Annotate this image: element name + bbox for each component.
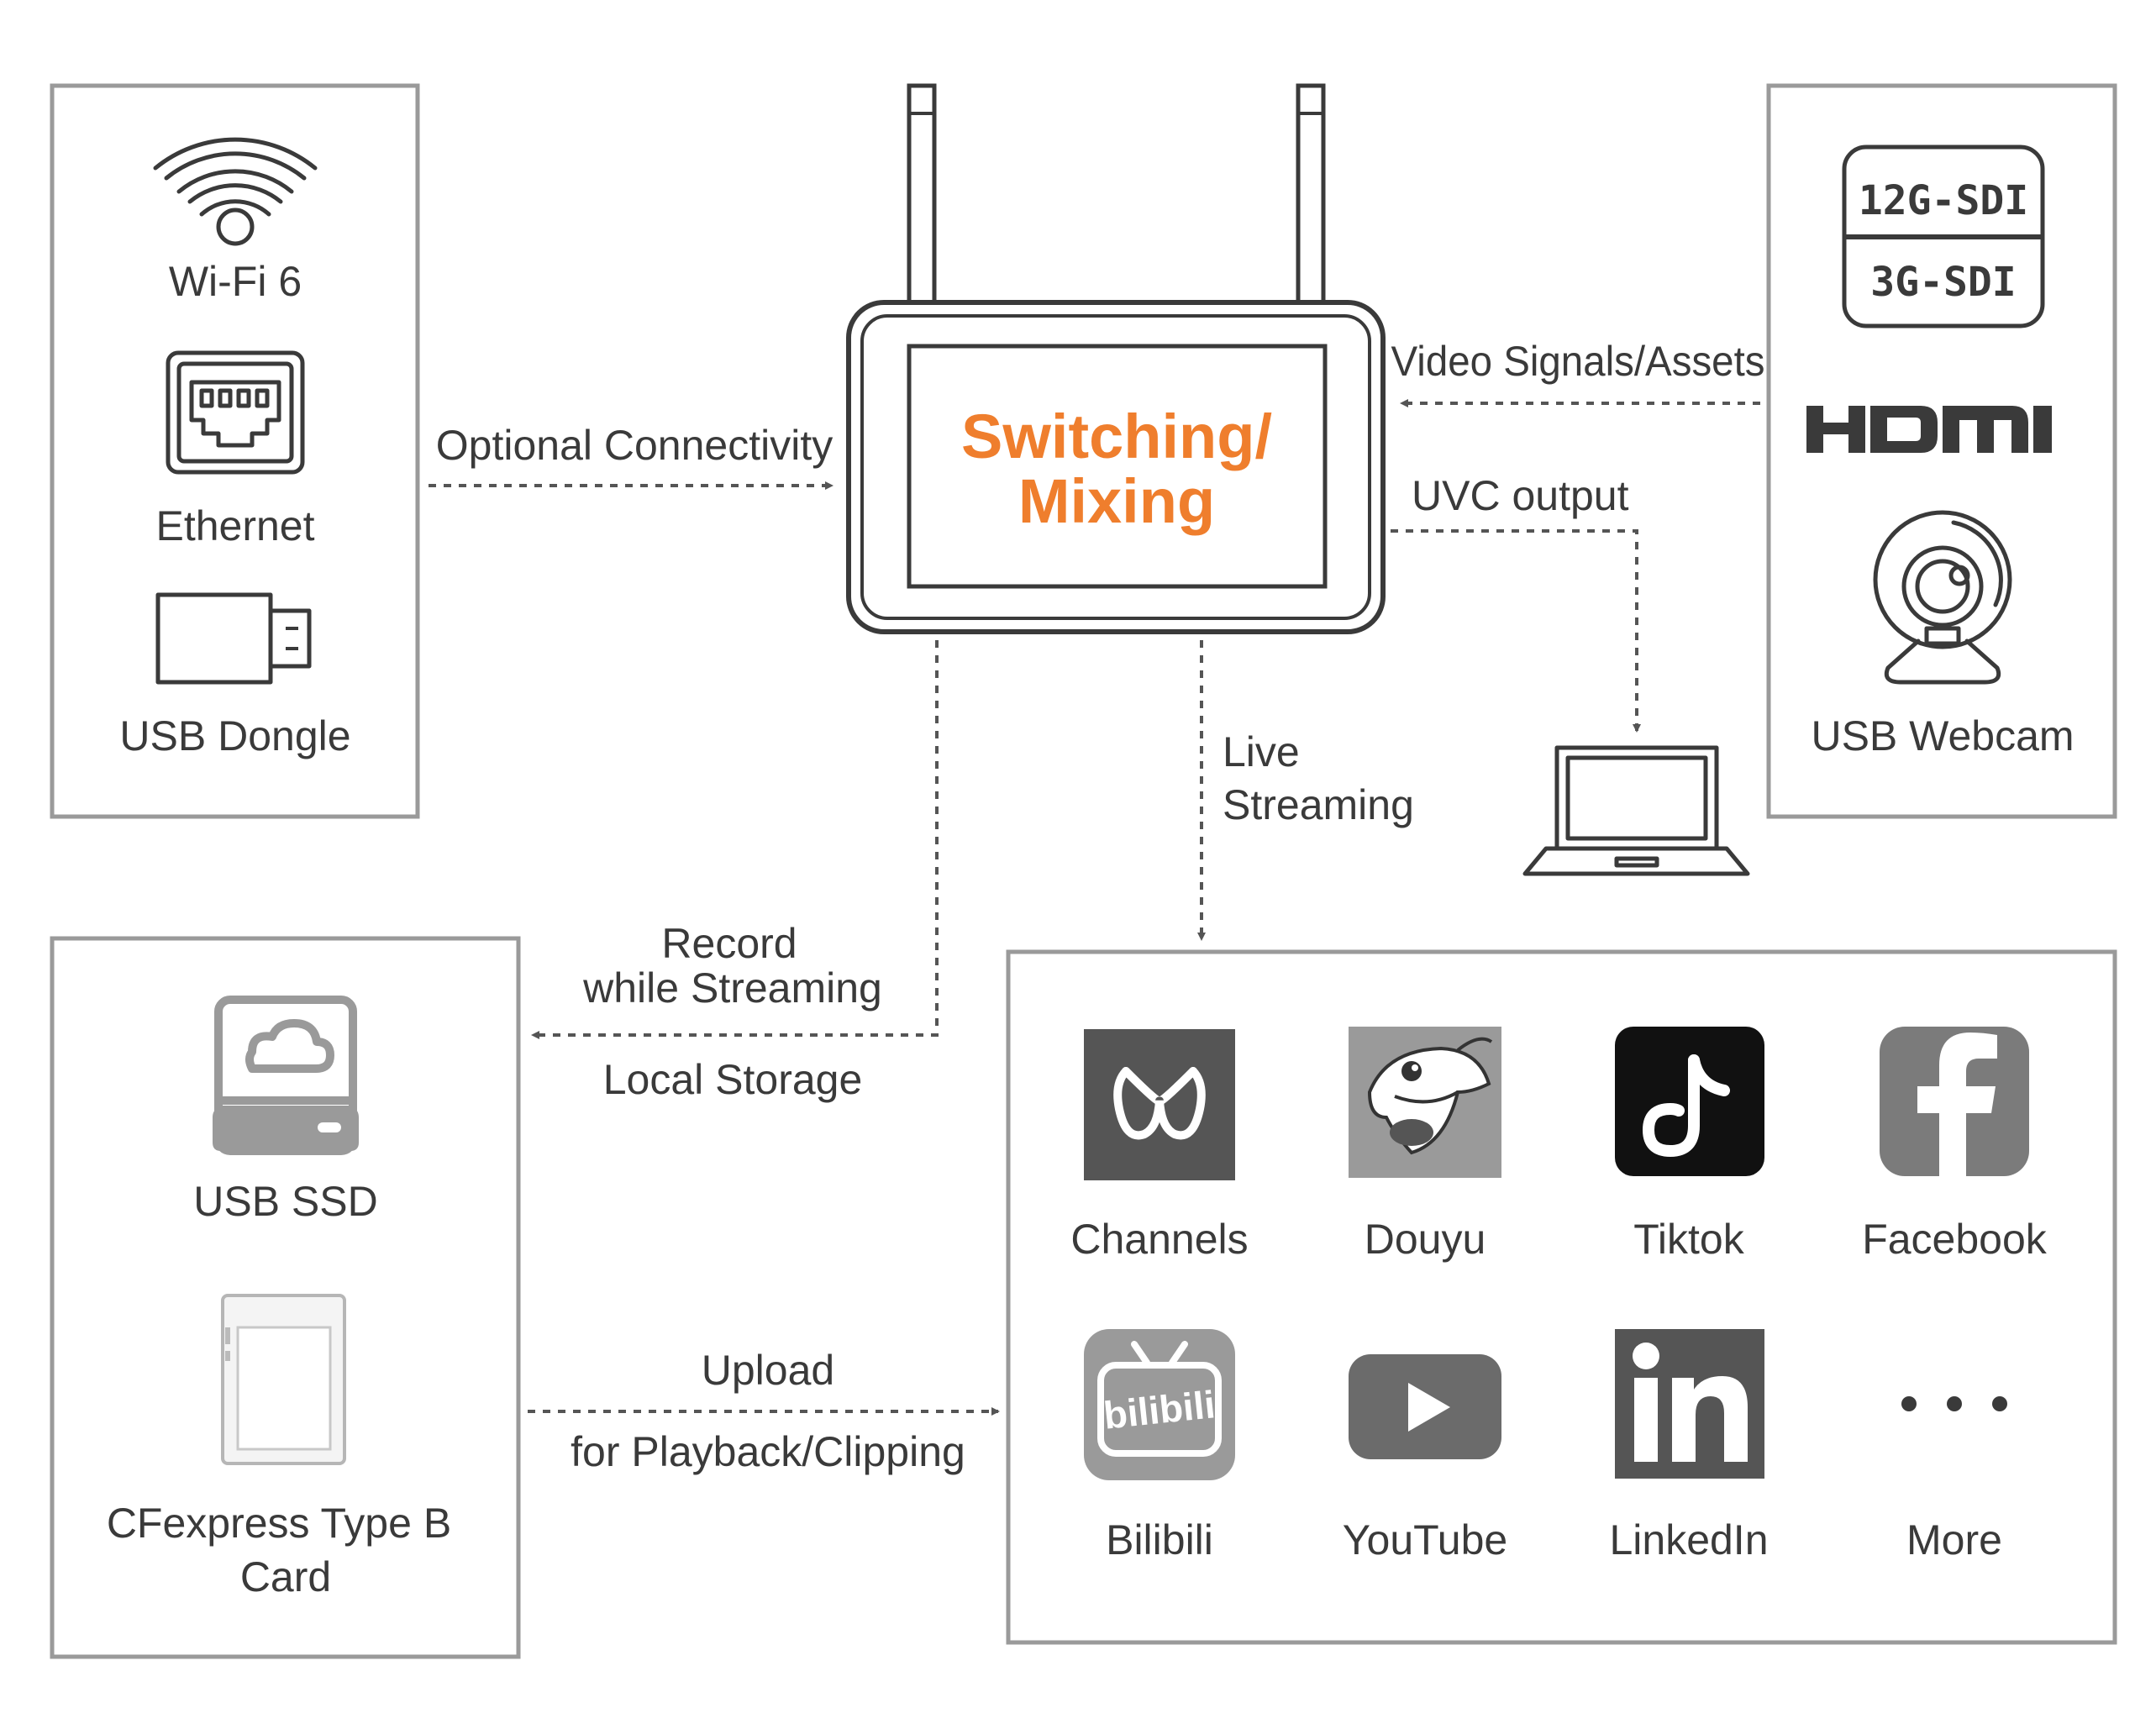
video-signals-label: Video Signals/Assets — [1391, 338, 1765, 385]
youtube-label: YouTube — [1343, 1516, 1507, 1563]
sdi-badge: 12G-SDI 3G-SDI — [1842, 144, 2045, 328]
bilibili-icon: bilibili — [1084, 1329, 1235, 1480]
switcher-device: Switching/ Mixing — [846, 83, 1386, 634]
more-label: More — [1906, 1516, 2002, 1563]
sdi-3g-label: 3G-SDI — [1870, 259, 2016, 306]
connectivity-panel — [50, 83, 420, 819]
cfexpress-label-line2: Card — [240, 1553, 331, 1600]
live-streaming-label-line2: Streaming — [1223, 781, 1414, 828]
playback-label: for Playback/Clipping — [571, 1428, 965, 1475]
bilibili-label: Bilibili — [1106, 1516, 1213, 1563]
facebook-icon — [1880, 1027, 2029, 1176]
douyu-label: Douyu — [1365, 1216, 1486, 1263]
live-streaming-label-line1: Live — [1223, 728, 1300, 775]
center-title-line1: Switching/ — [961, 402, 1272, 471]
optional-connectivity-label: Optional Connectivity — [436, 422, 833, 469]
uvc-output-arrow — [1391, 529, 1641, 733]
record-label-line1: Record — [661, 920, 797, 967]
webcam-icon — [1873, 510, 2012, 685]
cfexpress-label-line1: CFexpress Type B — [107, 1500, 451, 1547]
douyu-icon — [1349, 1027, 1501, 1178]
laptop-icon — [1522, 745, 1750, 876]
upload-label: Upload — [702, 1347, 834, 1394]
center-title-line2: Mixing — [1018, 466, 1215, 536]
linkedin-icon — [1615, 1329, 1764, 1479]
webcam-label: USB Webcam — [1811, 712, 2074, 759]
more-icon — [1901, 1396, 2007, 1411]
wifi-label: Wi-Fi 6 — [169, 258, 302, 305]
channels-icon — [1084, 1029, 1235, 1180]
ssd-cloud-icon — [213, 996, 359, 1155]
tiktok-label: Tiktok — [1633, 1216, 1744, 1263]
cfexpress-card-icon — [221, 1294, 346, 1465]
tiktok-icon — [1615, 1027, 1764, 1176]
uvc-output-label: UVC output — [1412, 472, 1629, 519]
record-arrow — [531, 640, 939, 1039]
local-storage-label: Local Storage — [603, 1056, 863, 1103]
ethernet-label: Ethernet — [155, 502, 314, 549]
wifi-icon — [153, 137, 318, 246]
usb-dongle-icon — [155, 592, 312, 685]
ethernet-port-icon — [166, 350, 305, 475]
youtube-icon — [1349, 1354, 1501, 1459]
facebook-label: Facebook — [1862, 1216, 2048, 1263]
usb-dongle-label: USB Dongle — [119, 712, 350, 759]
ssd-label: USB SSD — [193, 1178, 378, 1225]
hdmi-logo-icon — [1806, 406, 2052, 453]
channels-label: Channels — [1070, 1216, 1248, 1263]
sdi-12g-label: 12G-SDI — [1859, 177, 2028, 224]
inputs-panel — [1766, 83, 2117, 819]
linkedin-label: LinkedIn — [1609, 1516, 1768, 1563]
record-label-line2: while Streaming — [582, 964, 882, 1012]
